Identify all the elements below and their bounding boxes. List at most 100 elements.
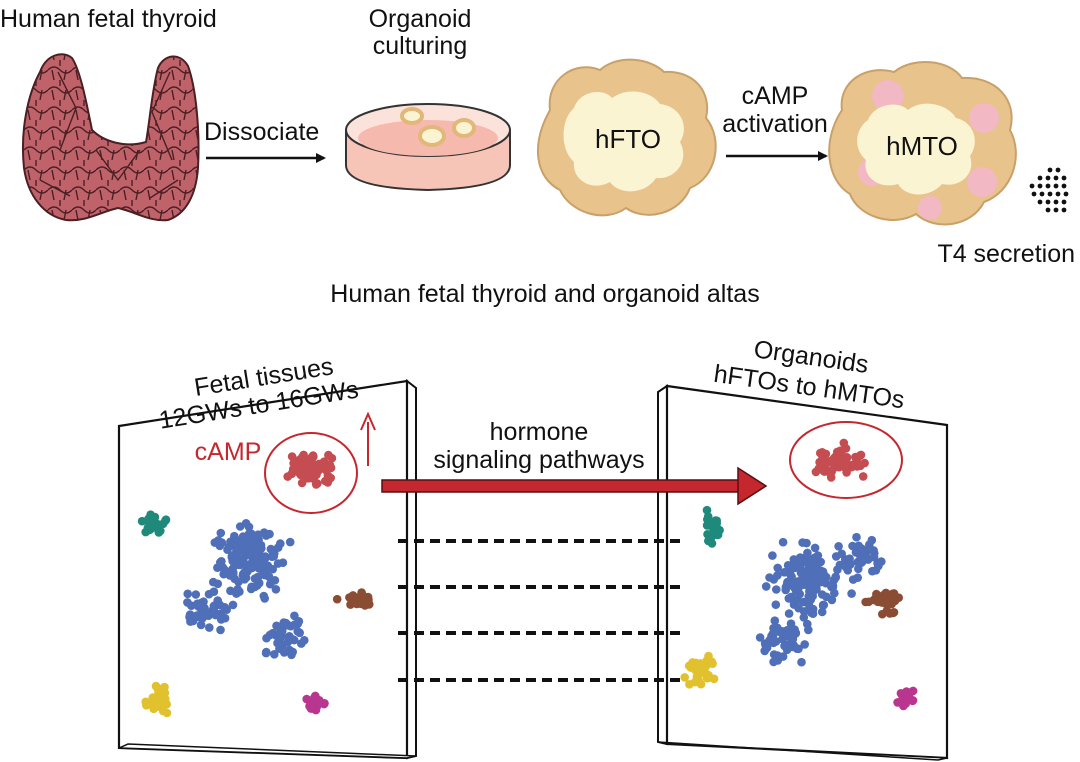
red-cluster-dot (832, 450, 842, 460)
red-cluster-dot (291, 464, 300, 474)
blue-cluster-dot (819, 570, 829, 580)
blue-cluster-dot (224, 542, 234, 551)
brown-cluster-dot (332, 594, 342, 604)
blue-cluster-dot (219, 569, 228, 579)
blue-cluster-dot (761, 582, 771, 591)
red-cluster-dot (314, 459, 324, 469)
red-cluster-dot (297, 478, 307, 488)
blue-cluster-dot (238, 536, 247, 546)
blue-cluster-dot (827, 582, 837, 591)
blue-cluster-dot (276, 539, 285, 548)
blue-cluster-dot (837, 549, 846, 559)
yellow-cluster-dot (709, 674, 719, 684)
brown-cluster-dot (346, 600, 355, 609)
brown-cluster-dot (888, 589, 897, 599)
blue-cluster-dot (768, 551, 777, 560)
blue-cluster-dot (251, 538, 260, 547)
blue-cluster-dot (259, 591, 269, 601)
teal-cluster-dot (161, 515, 171, 524)
blue-cluster-dot (771, 600, 781, 609)
blue-cluster-dot (265, 579, 275, 589)
hfto-label: hFTO (595, 124, 661, 154)
blue-cluster-dot (773, 571, 782, 580)
blue-cluster-dot (272, 621, 281, 631)
blue-cluster-dot (187, 601, 196, 610)
organoid-culturing-line2: culturing (373, 32, 468, 60)
magenta-cluster-dot (896, 689, 906, 698)
blue-cluster-dot (239, 544, 248, 554)
magenta-cluster-dot (320, 699, 329, 708)
t4-dot (1053, 207, 1059, 213)
t4-dot (1045, 183, 1051, 189)
t4-dot (1045, 175, 1051, 181)
blue-cluster-dot (780, 568, 789, 577)
blue-cluster-dot (235, 587, 244, 596)
brown-cluster-dot (348, 591, 358, 600)
blue-cluster-dot (791, 599, 800, 608)
yellow-cluster-dot (157, 684, 166, 694)
blue-cluster-dot (297, 639, 306, 648)
blue-cluster-dot (277, 627, 287, 636)
blue-cluster-dot (770, 616, 780, 625)
blue-cluster-dot (191, 590, 201, 599)
red-cluster-dot (843, 459, 852, 468)
magenta-cluster-dot (308, 704, 318, 713)
atlas-title: Human fetal thyroid and organoid altas (330, 280, 759, 308)
blue-cluster-dot (765, 573, 774, 582)
blue-cluster-dot (209, 577, 218, 587)
hmto-organoid-icon: hMTO (828, 61, 1017, 226)
blue-cluster-dot (848, 575, 858, 584)
blue-cluster-dot (773, 651, 782, 660)
red-cluster-dot (851, 452, 860, 462)
blue-cluster-dot (790, 625, 799, 634)
left-panel: Fetal tissues 12GWs to 16GWs cAMP (117, 352, 417, 760)
brown-cluster-dot (889, 608, 899, 617)
blue-cluster-dot (216, 625, 225, 635)
red-cluster-dot (829, 463, 839, 473)
blue-cluster-dot (786, 633, 795, 642)
organoid-culturing-line1: Organoid (369, 5, 472, 33)
connector-line2: signaling pathways (433, 446, 644, 474)
blue-cluster-dot (294, 617, 304, 626)
blue-cluster-dot (183, 589, 192, 599)
t4-dot (1047, 167, 1053, 173)
blue-cluster-dot (246, 584, 256, 594)
blue-cluster-dot (852, 532, 861, 542)
blue-cluster-dot (288, 647, 298, 657)
yellow-cluster-dot (694, 675, 703, 685)
t4-dot (1045, 207, 1051, 213)
magenta-cluster-dot (908, 686, 918, 696)
blue-cluster-dot (186, 617, 195, 626)
t4-dot (1061, 207, 1067, 213)
blue-cluster-dot (198, 614, 207, 623)
yellow-cluster-dot (142, 701, 151, 710)
blue-cluster-dot (235, 522, 245, 531)
blue-cluster-dot (250, 574, 260, 583)
t4-dot (1061, 175, 1067, 181)
blue-cluster-dot (220, 613, 230, 623)
blue-cluster-dot (831, 573, 840, 582)
blue-cluster-dot (220, 603, 229, 612)
thyroid-label: Human fetal thyroid (0, 5, 217, 33)
camp-activation-line1: cAMP (742, 82, 809, 110)
blue-cluster-dot (209, 587, 219, 596)
t4-dot (1037, 183, 1043, 189)
brown-cluster-dot (878, 592, 888, 601)
teal-cluster-dot (137, 516, 147, 526)
blue-cluster-dot (262, 561, 272, 571)
red-cluster-dot (310, 465, 319, 475)
blue-cluster-dot (804, 592, 813, 601)
red-cluster-dot (323, 464, 332, 473)
magenta-cluster-dot (302, 694, 312, 704)
red-cluster-dot (821, 449, 831, 459)
blue-cluster-dot (780, 641, 789, 651)
blue-cluster-dot (254, 545, 264, 555)
t4-dot (1039, 191, 1045, 197)
t4-dot (1047, 191, 1053, 197)
blue-cluster-dot (778, 537, 788, 547)
blue-cluster-dot (804, 625, 813, 635)
blue-cluster-dot (784, 594, 794, 603)
t4-secretion-label: T4 secretion (937, 240, 1075, 268)
brown-cluster-dot (873, 597, 883, 607)
